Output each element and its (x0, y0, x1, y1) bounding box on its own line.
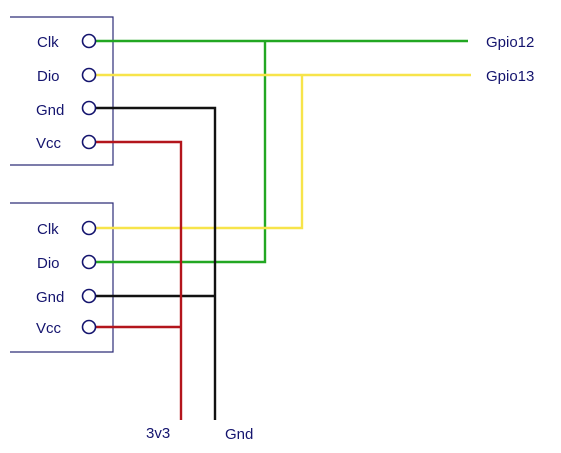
pin-label-vcc: Vcc (36, 135, 62, 152)
module-1-outline (10, 16, 114, 166)
pin-label-vcc: Vcc (36, 320, 62, 337)
module-2-pin-clk: Clk (37, 220, 97, 238)
pin-label-dio: Dio (37, 68, 60, 85)
pin-terminal-icon (81, 220, 97, 236)
pin-label-clk: Clk (37, 34, 59, 51)
pin-label-dio: Dio (37, 255, 60, 272)
module-2-outline (10, 202, 114, 353)
wire-yellow-m2-clk-branch (96, 75, 304, 230)
pin-terminal-icon (81, 288, 97, 304)
endpoint-gpio12-label: Gpio12 (486, 34, 534, 51)
pin-terminal-icon (81, 134, 97, 150)
pin-label-gnd: Gnd (36, 102, 64, 119)
module-2-pin-vcc: Vcc (36, 319, 97, 337)
module-1-pin-clk: Clk (37, 33, 97, 51)
module-1-pin-dio: Dio (37, 67, 97, 85)
pin-terminal-icon (81, 319, 97, 335)
pin-label-gnd: Gnd (36, 289, 64, 306)
module-2-pin-dio: Dio (37, 254, 97, 272)
wire-black-m1-gnd (96, 106, 217, 420)
module-1-pin-gnd: Gnd (36, 100, 97, 119)
endpoint-gpio13-label: Gpio13 (486, 68, 534, 85)
pin-terminal-icon (81, 33, 97, 49)
wire-green-m2-dio-branch (96, 41, 267, 264)
module-2-pin-gnd: Gnd (36, 288, 97, 306)
wire-red-m1-vcc (96, 140, 183, 420)
pin-terminal-icon (81, 254, 97, 270)
module-1-pin-vcc: Vcc (36, 134, 97, 152)
endpoint-3v3-label: 3v3 (146, 425, 170, 442)
endpoint-gnd-label: Gnd (225, 426, 253, 443)
pin-terminal-icon (81, 67, 97, 83)
pin-label-clk: Clk (37, 221, 59, 238)
pin-terminal-icon (81, 100, 97, 116)
